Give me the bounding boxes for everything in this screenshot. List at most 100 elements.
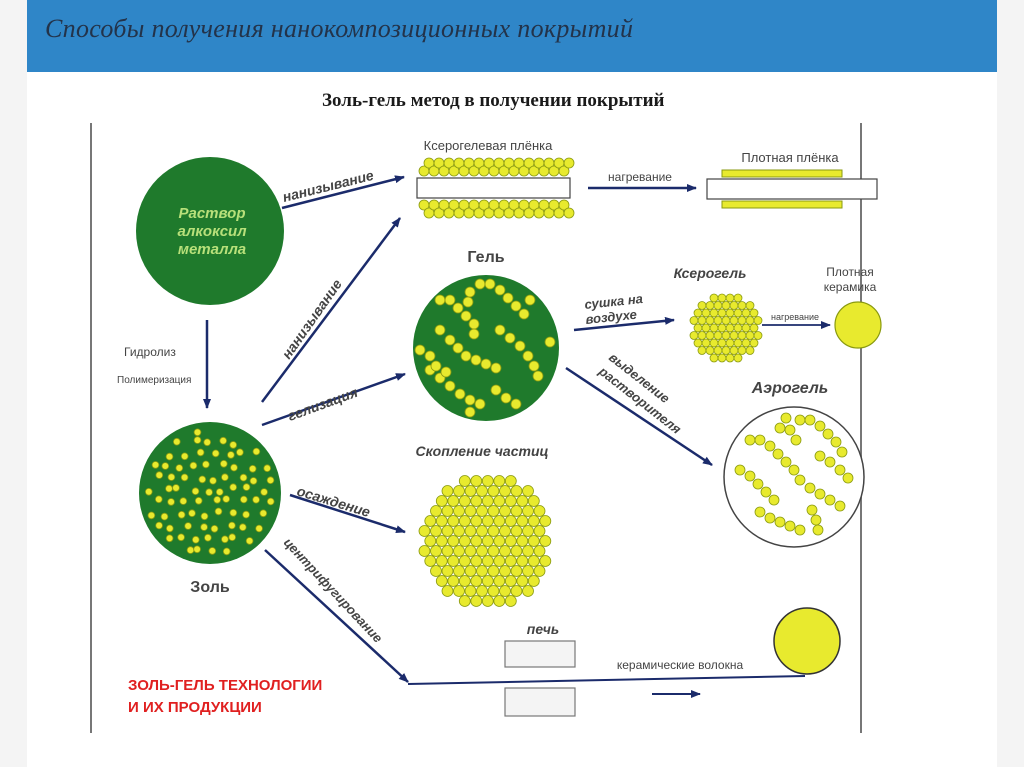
gel-particle xyxy=(465,407,475,417)
gel-particle xyxy=(481,359,491,369)
cluster-particle xyxy=(448,576,459,587)
aerogel-particle xyxy=(755,507,765,517)
cluster-particle xyxy=(459,596,470,607)
aerogel-particle xyxy=(785,521,795,531)
xerogel-particle xyxy=(734,309,742,317)
xerogel-particle xyxy=(730,332,738,340)
cluster-particle xyxy=(511,526,522,537)
cluster-particle xyxy=(523,486,534,497)
gel-particle xyxy=(491,363,501,373)
sol-particle xyxy=(195,497,202,504)
cluster-particle xyxy=(511,566,522,577)
xerogel-particle xyxy=(722,332,730,340)
sol-particle xyxy=(229,522,236,529)
cluster-particle xyxy=(534,526,545,537)
dense-ceramics-label-line1: Плотная xyxy=(826,265,873,279)
cluster-particle xyxy=(523,586,534,597)
sol-particle xyxy=(222,474,229,481)
xerogel-particle xyxy=(730,347,738,355)
xerogel-particle xyxy=(714,317,722,325)
sol-particle xyxy=(222,536,229,543)
gel-particle xyxy=(465,287,475,297)
sol-particle xyxy=(145,488,152,495)
cluster-particle xyxy=(459,556,470,567)
sol-particle xyxy=(206,489,213,496)
aerogel-particle xyxy=(745,471,755,481)
gel-label: Гель xyxy=(467,249,504,266)
aerogel-particle xyxy=(775,423,785,433)
cluster-particle xyxy=(482,556,493,567)
centrifugation-arrow xyxy=(265,550,408,682)
cluster-particle xyxy=(448,496,459,507)
xerogel-particle xyxy=(690,332,698,340)
sol-particle xyxy=(216,489,223,496)
gel-particle xyxy=(495,325,505,335)
sol-particle xyxy=(166,525,173,532)
aerogel-particle xyxy=(781,413,791,423)
gel-particle xyxy=(501,393,511,403)
cluster-particle xyxy=(500,526,511,537)
sol-particle xyxy=(237,449,244,456)
xerogel-particle xyxy=(718,339,726,347)
xerogel-particle xyxy=(690,317,698,325)
cluster-particle xyxy=(482,476,493,487)
cluster-particle xyxy=(471,496,482,507)
cluster-particle xyxy=(419,546,430,557)
cluster-particle xyxy=(523,546,534,557)
aerogel-particle xyxy=(805,483,815,493)
xerogel-particle xyxy=(738,302,746,310)
aerogel-particle xyxy=(815,451,825,461)
xerogel-particle xyxy=(710,294,718,302)
cluster-particle xyxy=(454,526,465,537)
ceramic-fibers-label: керамические волокна xyxy=(617,658,744,672)
gel-particle xyxy=(461,351,471,361)
sol-particle xyxy=(223,548,230,555)
aerogel-particle xyxy=(795,525,805,535)
cluster-particle xyxy=(494,516,505,527)
cluster-particle xyxy=(442,546,453,557)
cluster-particle xyxy=(488,486,499,497)
xerogel-particle xyxy=(698,332,706,340)
cluster-particle xyxy=(459,476,470,487)
solution-label-line2: алкоксил xyxy=(177,223,247,240)
sol-circle xyxy=(139,422,281,564)
sol-particle xyxy=(220,437,227,444)
sol-particle xyxy=(231,464,238,471)
cluster-particle xyxy=(540,556,551,567)
cluster-particle xyxy=(517,556,528,567)
cluster-particle xyxy=(465,566,476,577)
aerogel-particle xyxy=(811,515,821,525)
cluster-particle xyxy=(523,526,534,537)
sol-particle xyxy=(260,510,267,517)
xerogel-particle xyxy=(694,324,702,332)
sol-particle xyxy=(173,485,180,492)
cluster-particle xyxy=(528,576,539,587)
xerogel-circle xyxy=(690,294,762,362)
xerogel-particle xyxy=(710,324,718,332)
cluster-particle xyxy=(505,536,516,547)
cluster-particle xyxy=(465,506,476,517)
aerogel-particle xyxy=(831,437,841,447)
cluster-particle xyxy=(431,506,442,517)
aerogel-particle xyxy=(745,435,755,445)
xerogel-particle xyxy=(734,324,742,332)
sol-particle xyxy=(230,484,237,491)
cluster-particle xyxy=(436,576,447,587)
gel-particle xyxy=(533,371,543,381)
sol-particle xyxy=(209,548,216,555)
cluster-particle xyxy=(459,576,470,587)
cluster-particle xyxy=(454,586,465,597)
gel-particle xyxy=(469,319,479,329)
cluster-particle xyxy=(500,486,511,497)
polymerization-label: Полимеризация xyxy=(117,375,191,386)
xerogel-particle xyxy=(718,354,726,362)
cluster-particle xyxy=(442,566,453,577)
sol-particle xyxy=(148,512,155,519)
sol-particle xyxy=(253,496,260,503)
sol-particle xyxy=(166,485,173,492)
gel-particle xyxy=(495,285,505,295)
film-particle xyxy=(564,208,574,218)
sol-particle xyxy=(190,462,197,469)
dense-film xyxy=(707,170,877,208)
cluster-particle xyxy=(431,546,442,557)
